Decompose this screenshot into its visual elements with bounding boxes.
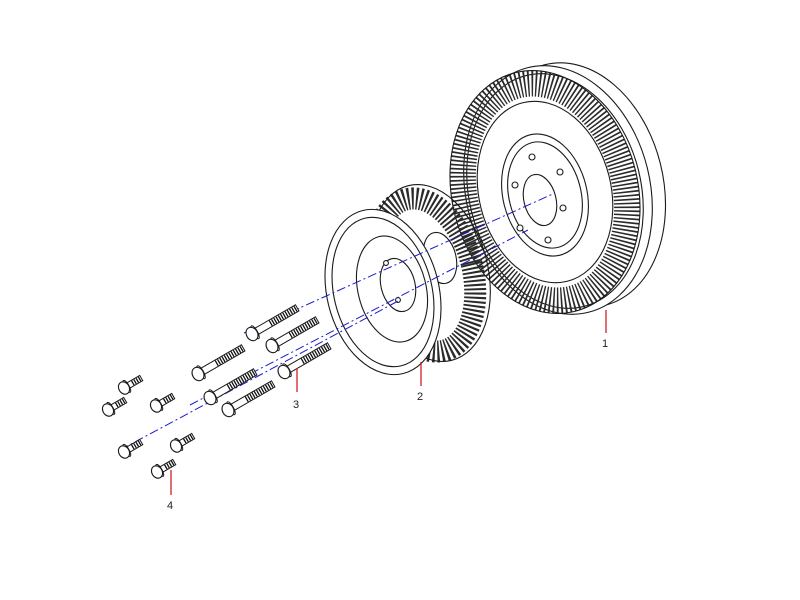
long-bolts-group bbox=[191, 304, 332, 418]
callout-4: 4 bbox=[167, 470, 173, 512]
callout-label-4: 4 bbox=[167, 500, 173, 512]
long-bolt-6 bbox=[221, 380, 276, 418]
damper-wheel bbox=[449, 62, 667, 315]
long-bolt-1 bbox=[245, 304, 300, 342]
callout-1: 1 bbox=[602, 310, 608, 350]
callout-label-3: 3 bbox=[293, 399, 299, 411]
callout-2: 2 bbox=[417, 362, 423, 403]
short-bolt-4 bbox=[117, 438, 144, 459]
short-bolt-2 bbox=[101, 396, 128, 417]
long-bolt-5 bbox=[203, 368, 258, 406]
centerline-lower bbox=[119, 299, 401, 451]
short-bolts-group bbox=[101, 374, 196, 479]
long-bolt-3 bbox=[191, 344, 246, 382]
long-bolt-2 bbox=[265, 316, 320, 354]
long-bolt-4 bbox=[277, 342, 332, 380]
short-bolt-5 bbox=[169, 432, 196, 453]
short-bolt-3 bbox=[149, 392, 176, 413]
short-bolt-1 bbox=[117, 374, 144, 395]
callout-3: 3 bbox=[293, 368, 299, 411]
callout-label-1: 1 bbox=[602, 338, 608, 350]
callout-label-2: 2 bbox=[417, 391, 423, 403]
pulley bbox=[324, 184, 491, 376]
short-bolt-6 bbox=[150, 458, 177, 479]
